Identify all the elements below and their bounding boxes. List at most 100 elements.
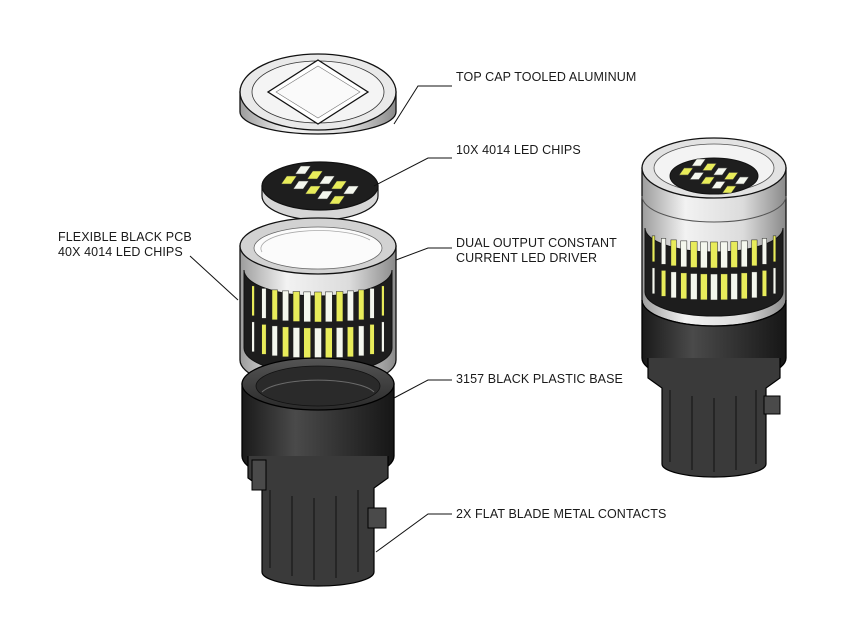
led-chip [369, 324, 375, 355]
led-body-column [239, 217, 397, 389]
label-pcb-line2: 40X 4014 LED CHIPS [58, 245, 183, 259]
led-chip [280, 175, 298, 185]
leader-driver [395, 247, 452, 261]
led-chip [282, 326, 289, 358]
leader-led-chips [373, 157, 452, 187]
led-chip [661, 270, 667, 297]
label-driver: DUAL OUTPUT CONSTANT CURRENT LED DRIVER [456, 236, 617, 266]
led-chip [700, 241, 708, 269]
assembled-top-chips [678, 158, 750, 194]
label-led-chips: 10X 4014 LED CHIPS [456, 143, 581, 157]
led-chip [761, 270, 767, 297]
led-chip [721, 185, 737, 194]
led-chip [251, 285, 255, 317]
led-chip [292, 327, 300, 358]
led-chip [690, 273, 698, 300]
led-chip [358, 289, 365, 321]
leader-base [393, 379, 452, 399]
led-chip [342, 185, 360, 195]
led-chip [772, 267, 777, 295]
led-chip [318, 175, 336, 185]
led-chip [347, 326, 354, 358]
led-chip [670, 239, 677, 267]
led-chip [651, 267, 656, 295]
led-chip [271, 289, 278, 321]
led-chip [330, 180, 348, 190]
label-base: 3157 BLACK PLASTIC BASE [456, 372, 623, 386]
led-chip [304, 185, 322, 195]
label-top-cap: TOP CAP TOOLED ALUMINUM [456, 70, 637, 84]
led-chip [328, 195, 346, 205]
led-chip [772, 235, 777, 263]
led-chip [261, 288, 267, 319]
led-chip [680, 272, 688, 300]
led-chip [271, 325, 278, 357]
led-chip [751, 239, 758, 267]
led-chip [691, 158, 707, 167]
led-chip [314, 291, 322, 323]
led-chip [720, 241, 728, 269]
led-chip [710, 241, 718, 269]
label-pcb-line1: FLEXIBLE BLACK PCB [58, 230, 192, 244]
led-chip [680, 240, 688, 268]
label-contacts: 2X FLAT BLADE METAL CONTACTS [456, 507, 667, 521]
label-driver-line1: DUAL OUTPUT CONSTANT [456, 236, 617, 250]
led-chip [730, 273, 738, 300]
led-chip [761, 238, 767, 265]
led-chip [261, 324, 267, 355]
led-chip [689, 172, 705, 180]
pcb-led-strip [251, 285, 385, 359]
plastic-base [241, 357, 395, 587]
led-chip [723, 172, 739, 180]
led-chip [720, 273, 728, 301]
led-chip [251, 321, 255, 353]
led-chip [700, 176, 716, 185]
led-chip [690, 241, 698, 268]
led-chip [314, 327, 322, 359]
leader-pcb [189, 255, 239, 301]
led-chip [358, 325, 365, 357]
led-chip [700, 273, 708, 301]
led-chip [701, 163, 717, 171]
led-chip [381, 285, 385, 317]
led-chip-array [280, 165, 360, 205]
led-chip [661, 238, 667, 265]
leader-top-cap [393, 85, 452, 125]
led-chip-disc [261, 161, 379, 221]
led-chip [336, 327, 344, 358]
led-chip [347, 290, 354, 322]
led-chip [712, 167, 728, 176]
led-chip [292, 180, 310, 190]
led-chip [734, 176, 750, 185]
label-driver-line2: CURRENT LED DRIVER [456, 251, 598, 265]
led-chip [651, 235, 656, 263]
leader-contacts [375, 513, 452, 553]
assembled-led-strip [651, 235, 777, 301]
led-chip [303, 291, 311, 323]
led-chip [678, 167, 694, 176]
led-chip [670, 271, 677, 299]
led-chip [303, 327, 311, 359]
led-chip [710, 181, 726, 189]
led-chip [740, 240, 748, 268]
assembled-bulb [641, 137, 787, 478]
led-chip [282, 290, 289, 322]
led-chip [325, 291, 333, 323]
led-chip [751, 271, 758, 299]
led-chip [325, 327, 333, 359]
led-chip [369, 288, 375, 319]
led-chip [316, 190, 334, 200]
led-chip [710, 273, 718, 301]
led-chip [292, 291, 300, 322]
led-chip [306, 170, 324, 180]
led-chip [730, 241, 738, 268]
led-chip [381, 321, 385, 353]
led-chip [740, 272, 748, 300]
top-cap [239, 53, 397, 135]
label-pcb: FLEXIBLE BLACK PCB 40X 4014 LED CHIPS [58, 230, 192, 260]
leader-lines [189, 85, 452, 553]
led-chip [336, 291, 344, 322]
led-chip [294, 165, 312, 175]
